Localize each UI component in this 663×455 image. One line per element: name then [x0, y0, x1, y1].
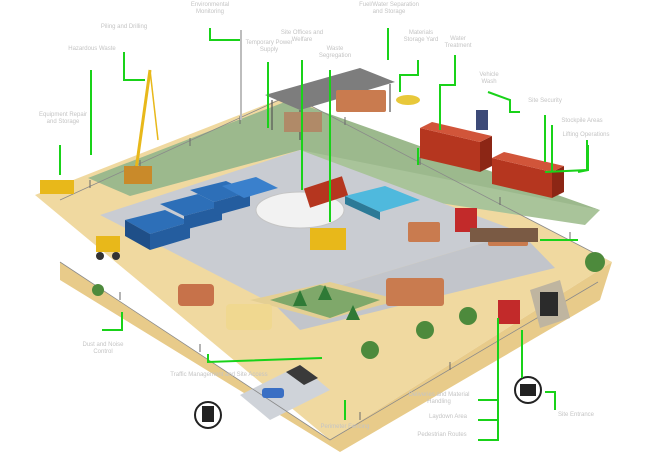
callout-lines — [59, 28, 589, 441]
label-traffic-management: Traffic Management and Site Access — [170, 372, 268, 378]
site-offices — [420, 110, 564, 198]
stored-coils — [178, 284, 272, 330]
grass-area — [88, 100, 600, 210]
label-pedestrian-routes: Pedestrian Routes — [417, 432, 467, 438]
label-site-entrance: Site Entrance — [557, 412, 595, 418]
cctv-camera-icon-right — [514, 376, 542, 404]
label-vehicle-wash: Vehicle Wash — [479, 72, 499, 85]
label-laydown-area: Laydown Area — [428, 414, 468, 420]
fuel-tanker — [255, 176, 349, 229]
cctv-camera-icon — [194, 401, 222, 429]
label-water-treatment: Water Treatment — [444, 36, 472, 49]
water-treatment — [345, 186, 420, 220]
label-stockpile-areas: Stockpile Areas — [561, 118, 603, 124]
label-piling-drilling: Piling and Drilling — [100, 24, 148, 30]
label-site-offices: Site Offices and Welfare — [280, 30, 324, 43]
label-fuel-water: Fuel/Water Separation and Storage — [359, 2, 419, 15]
label-perimeter-fencing: Perimeter Fencing — [320, 424, 370, 430]
label-deliveries: Deliveries and Material Handling — [408, 392, 470, 405]
generator — [310, 228, 346, 250]
label-environmental-monitoring: Environmental Monitoring — [190, 2, 230, 15]
satellite-dish — [396, 95, 420, 105]
label-dust-noise: Dust and Noise Control — [82, 342, 124, 355]
waste-skips — [125, 177, 278, 250]
grass-area-right — [300, 150, 600, 225]
label-equipment-repair: Equipment Repair and Storage — [38, 112, 88, 125]
label-site-security: Site Security — [528, 98, 562, 104]
palm-trees — [92, 252, 605, 359]
label-lifting-operations: Lifting Operations — [562, 132, 610, 138]
piling-crane — [124, 69, 159, 184]
trucks — [262, 208, 538, 398]
label-waste-segregation: Waste Segregation — [318, 46, 352, 59]
label-temporary-power: Temporary Power Supply — [245, 40, 293, 53]
gatehouse — [530, 280, 570, 328]
label-materials-storage: Materials Storage Yard — [403, 30, 439, 43]
sand-ground-bottom — [60, 262, 612, 452]
loader — [40, 180, 120, 260]
label-hazardous-waste: Hazardous Waste — [68, 46, 116, 52]
